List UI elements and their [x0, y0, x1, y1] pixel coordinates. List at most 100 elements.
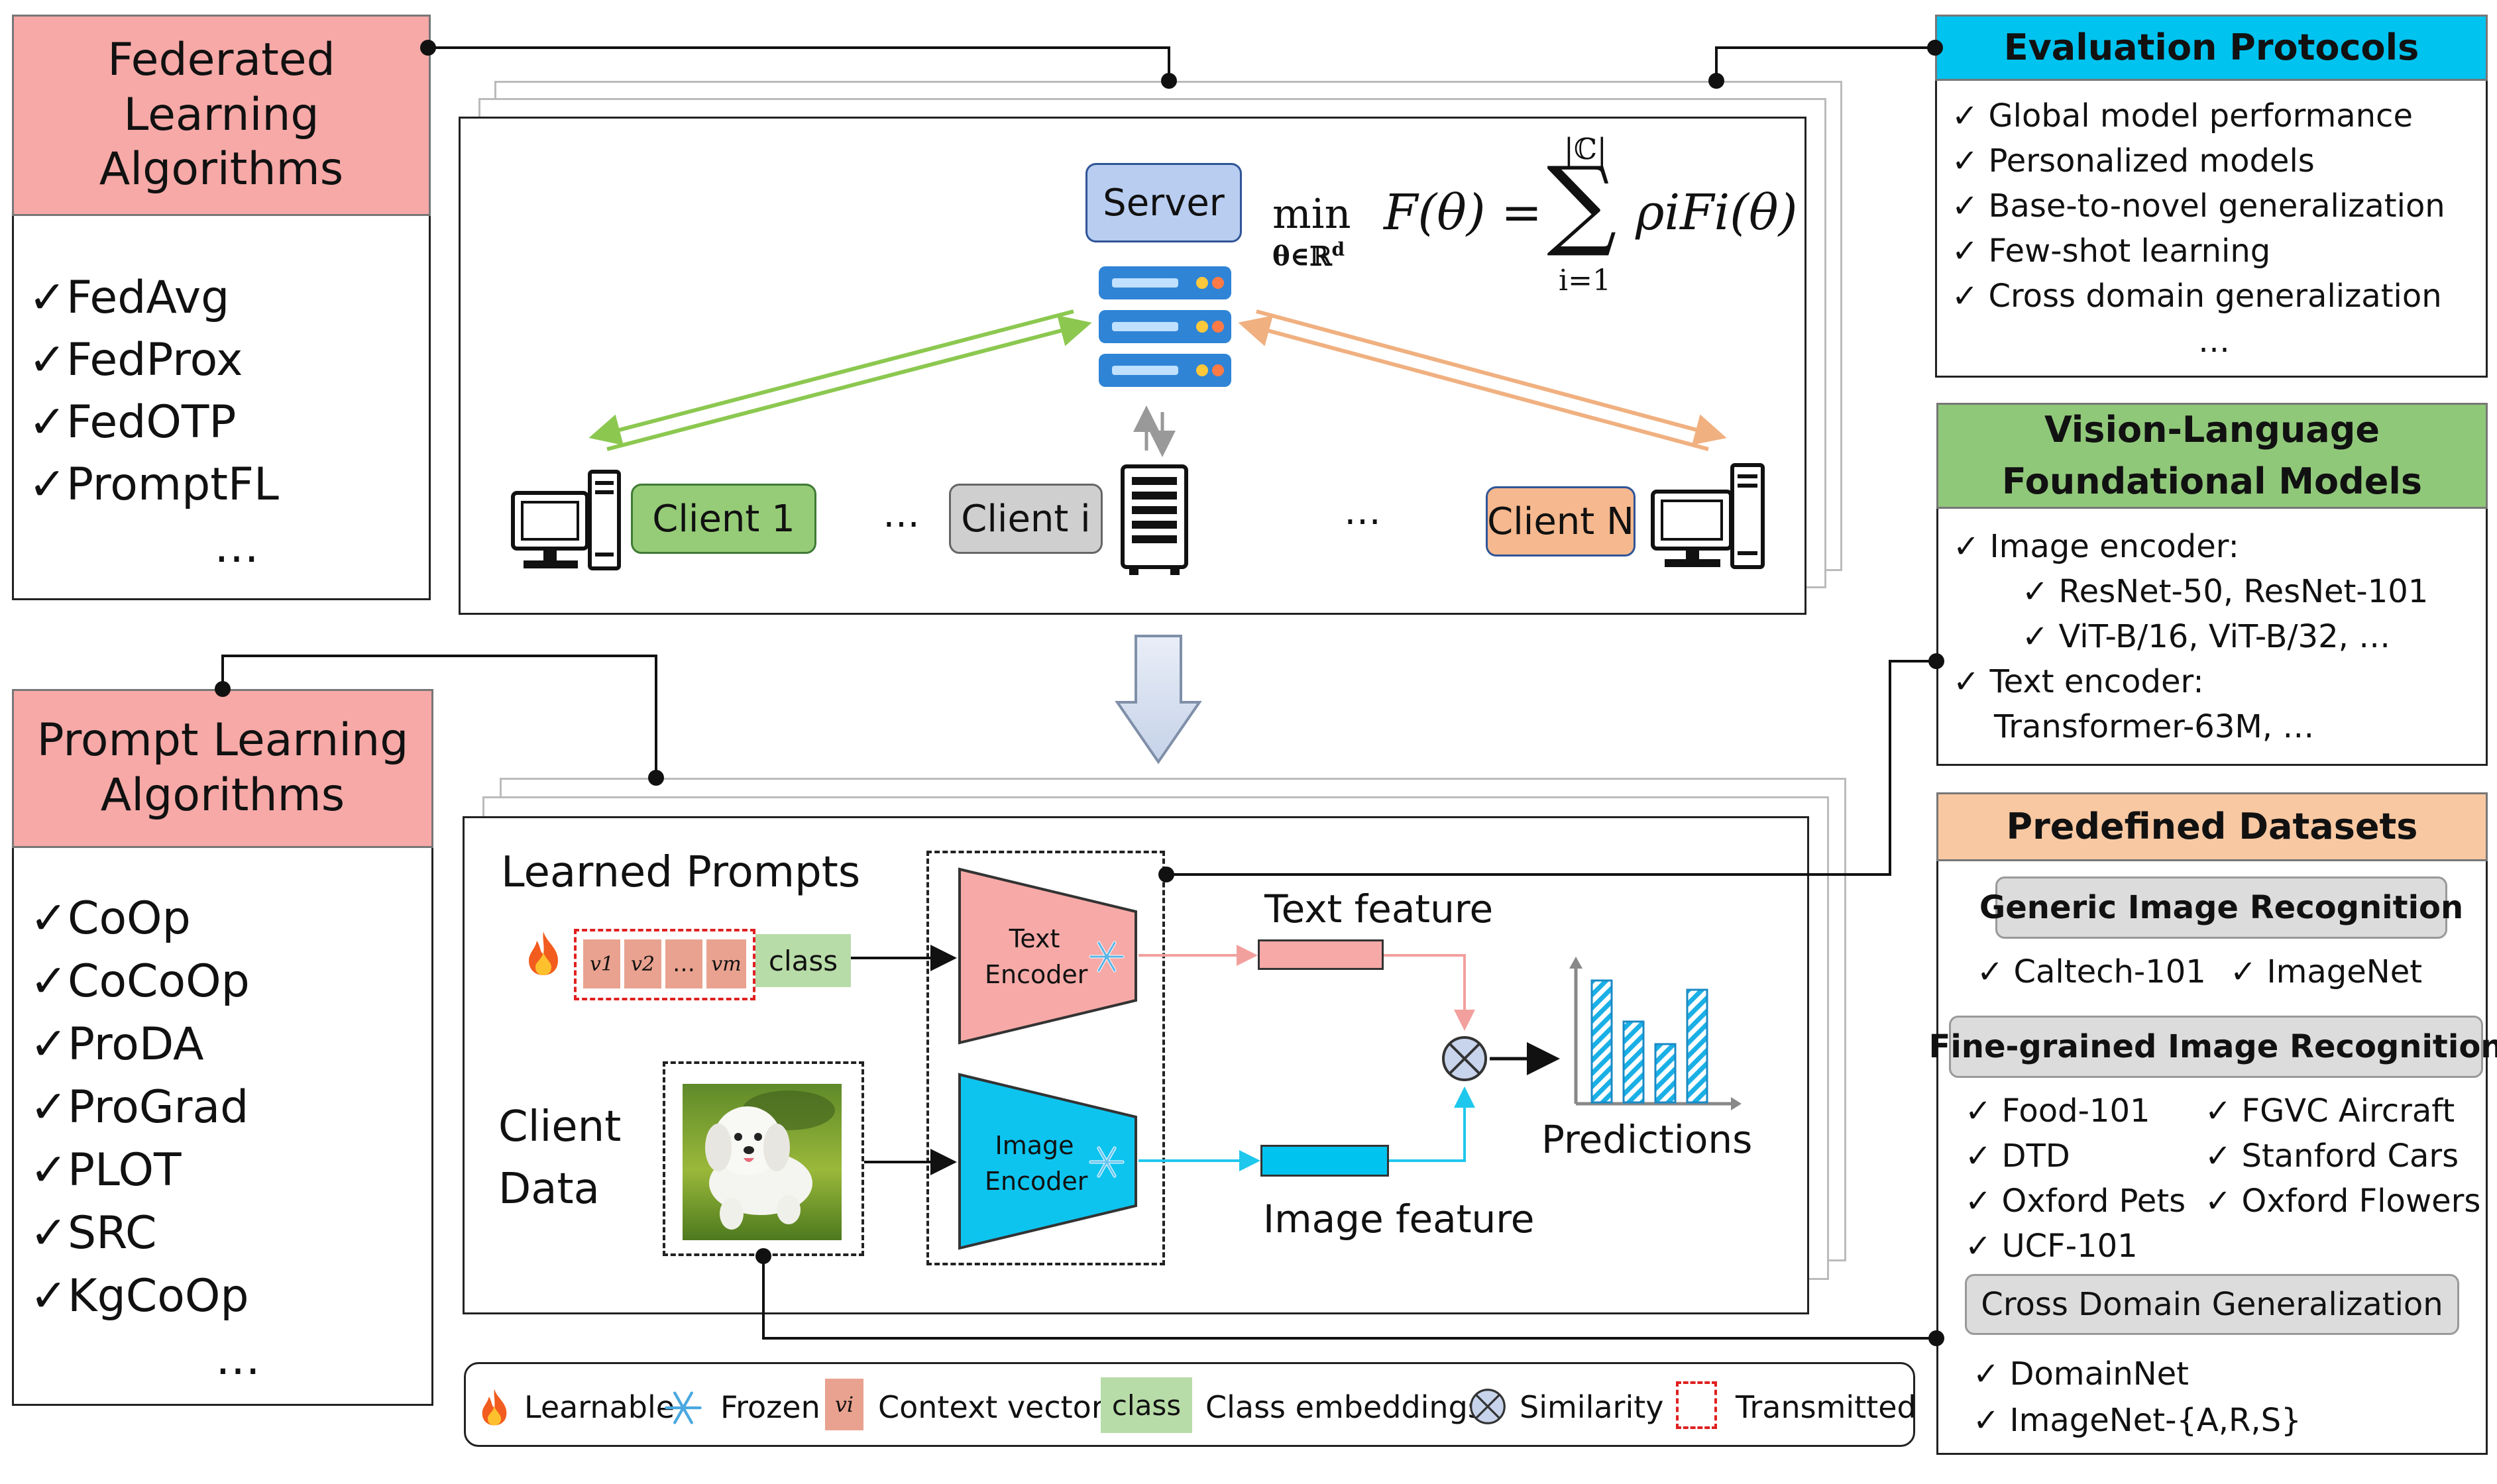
snowflake-icon	[1089, 1146, 1125, 1178]
prompt-algorithms-title: Prompt Learning Algorithms	[12, 689, 433, 848]
list-item: ✓FedAvg	[28, 272, 230, 324]
client-data-label: Client Data	[498, 1102, 622, 1214]
vlm-text-encoder: ✓ Text encoder:	[1953, 663, 2204, 700]
list-item: ✓ FGVC Aircraft	[2205, 1092, 2455, 1130]
list-item: ✓ Food-101	[1965, 1092, 2150, 1130]
fine-grained-left-list: ✓ Food-101 ✓ DTD ✓ Oxford Pets ✓ UCF-101	[1965, 1088, 2186, 1269]
list-item: …	[214, 521, 259, 573]
class-token: class	[755, 934, 851, 987]
fine-grained-right-list: ✓ FGVC Aircraft ✓ Stanford Cars ✓ Oxford…	[2205, 1088, 2480, 1224]
legend-context-token: vi	[825, 1379, 863, 1430]
down-arrow-icon	[1115, 635, 1202, 765]
legend-class-embeddings: Class embeddings	[1205, 1389, 1484, 1425]
fl-algorithms-title: Federated Learning Algorithms	[12, 15, 431, 216]
list-item: …	[2198, 323, 2230, 360]
formula-sum-sup: |ℂ|	[1564, 132, 1607, 166]
server-label: Server	[1085, 163, 1242, 242]
context-token: v2	[624, 939, 661, 988]
list-item: ✓PLOT	[30, 1144, 182, 1196]
formula-min-subscript: θ∈ℝd	[1272, 238, 1345, 272]
bar-chart-icon	[1569, 957, 1742, 1110]
cross-domain-header: Cross Domain Generalization	[1965, 1274, 2459, 1335]
list-item: ✓ DTD	[1965, 1138, 2070, 1175]
learned-prompts-label: Learned Prompts	[501, 848, 861, 897]
list-item: ✓ UCF-101	[1965, 1228, 2138, 1265]
context-token: v1	[583, 939, 620, 988]
list-item: ✓ Stanford Cars	[2205, 1138, 2459, 1175]
list-item: ✓PromptFL	[28, 458, 279, 511]
list-item: ✓KgCoOp	[30, 1270, 249, 1322]
vlm-panel: Vision-Language Foundational Models ✓ Im…	[1936, 403, 2488, 766]
snowflake-icon	[1089, 941, 1125, 973]
fl-algorithms-list: ✓FedAvg ✓FedProx ✓FedOTP ✓PromptFL …	[28, 267, 279, 578]
similarity-icon	[1442, 1036, 1487, 1081]
vlm-image-encoder: ✓ Image encoder:	[1953, 528, 2239, 565]
text-encoder-shape	[958, 867, 1137, 1045]
desktop-computer-icon	[1651, 463, 1765, 569]
objective-formula: min θ∈ℝd F(θ) = |ℂ| ∑ i=1 ρiFi(θ)	[1272, 132, 1803, 305]
snowflake-icon	[665, 1391, 702, 1424]
legend-transmitted: Transmitted	[1736, 1389, 1916, 1425]
vlm-transformer: Transformer-63M, …	[1994, 708, 2315, 745]
text-feature-label: Text feature	[1264, 886, 1494, 931]
list-item: ✓ Caltech-101	[1977, 953, 2206, 990]
context-token: …	[665, 939, 702, 988]
text-encoder-label: Text Encoder	[985, 924, 1088, 989]
formula-rhs: ρiFi(θ)	[1636, 184, 1798, 241]
server-icon	[1099, 266, 1231, 387]
list-item: ✓SRC	[30, 1207, 157, 1259]
list-item: ✓CoOp	[30, 892, 191, 945]
similarity-icon	[1470, 1389, 1506, 1424]
list-item: ✓ Personalized models	[1952, 142, 2315, 180]
legend-class-chip: class	[1101, 1377, 1192, 1433]
desktop-computer-icon	[511, 470, 621, 570]
legend-similarity: Similarity	[1520, 1389, 1664, 1425]
list-item: …	[215, 1333, 260, 1385]
image-encoder-shape	[958, 1073, 1137, 1250]
formula-sum: ∑	[1547, 146, 1617, 260]
client-i-label: Client i	[949, 484, 1103, 554]
client-1-label: Client 1	[631, 484, 816, 554]
formula-sum-sub: i=1	[1559, 264, 1611, 297]
datasets-title: Predefined Datasets	[1936, 792, 2488, 861]
clients-ellipsis-right: …	[1344, 490, 1381, 533]
list-item: ✓ Oxford Pets	[1965, 1183, 2186, 1220]
prompt-algorithms-list: ✓CoOp ✓CoCoOp ✓ProDA ✓ProGrad ✓PLOT ✓SRC…	[30, 887, 260, 1391]
generic-recognition-header: Generic Image Recognition	[1979, 876, 2463, 939]
client-n-label: Client N	[1486, 486, 1636, 556]
dog-photo	[683, 1084, 842, 1240]
formula-min: min	[1272, 189, 1351, 238]
transmitted-tokens-box	[574, 929, 755, 1000]
formula-lhs: F(θ) =	[1384, 184, 1543, 241]
eval-protocols-title: Evaluation Protocols	[1935, 15, 2488, 81]
predictions-label: Predictions	[1541, 1117, 1753, 1162]
eval-protocols-list: ✓ Global model performance ✓ Personalize…	[1952, 93, 2445, 364]
legend-context-vectors: Context vectors	[878, 1389, 1120, 1425]
list-item: ✓ Cross domain generalization	[1952, 278, 2442, 315]
vlm-resnet: ✓ ResNet-50, ResNet-101	[2022, 573, 2429, 610]
vlm-title: Vision-Language Foundational Models	[1936, 403, 2488, 509]
list-item: ✓ Few-shot learning	[1952, 233, 2271, 270]
list-item: ✓ ImageNet-{A,R,S}	[1973, 1402, 2302, 1439]
datasets-panel: Predefined Datasets Generic Image Recogn…	[1929, 792, 2497, 1455]
cross-domain-list: ✓ DomainNet ✓ ImageNet-{A,R,S}	[1973, 1351, 2302, 1444]
list-item: ✓ Oxford Flowers	[2205, 1183, 2481, 1220]
fl-algorithms-panel: Federated Learning Algorithms ✓FedAvg ✓F…	[12, 15, 431, 600]
image-feature-label: Image feature	[1263, 1196, 1535, 1242]
vlm-vit: ✓ ViT-B/16, ViT-B/32, …	[2022, 618, 2391, 655]
fire-icon	[482, 1389, 507, 1426]
list-item: ✓ ImageNet	[2230, 953, 2423, 990]
list-item: ✓ Base-to-novel generalization	[1952, 187, 2445, 225]
text-feature-bar	[1258, 939, 1384, 970]
list-item: ✓ Global model performance	[1952, 97, 2413, 134]
eval-protocols-panel: Evaluation Protocols ✓ Global model perf…	[1935, 15, 2488, 378]
list-item: ✓ DomainNet	[1973, 1355, 2189, 1393]
legend-transmitted-box	[1676, 1381, 1717, 1429]
list-item: ✓FedOTP	[28, 396, 237, 449]
fire-icon	[529, 931, 558, 975]
prompt-algorithms-panel: Prompt Learning Algorithms ✓CoOp ✓CoCoOp…	[12, 689, 433, 1406]
list-item: ✓ProGrad	[30, 1081, 249, 1134]
image-encoder-label: Image Encoder	[985, 1131, 1088, 1196]
legend: Learnable Frozen vi Context vectors clas…	[464, 1362, 1916, 1447]
tower-server-icon	[1121, 464, 1188, 575]
